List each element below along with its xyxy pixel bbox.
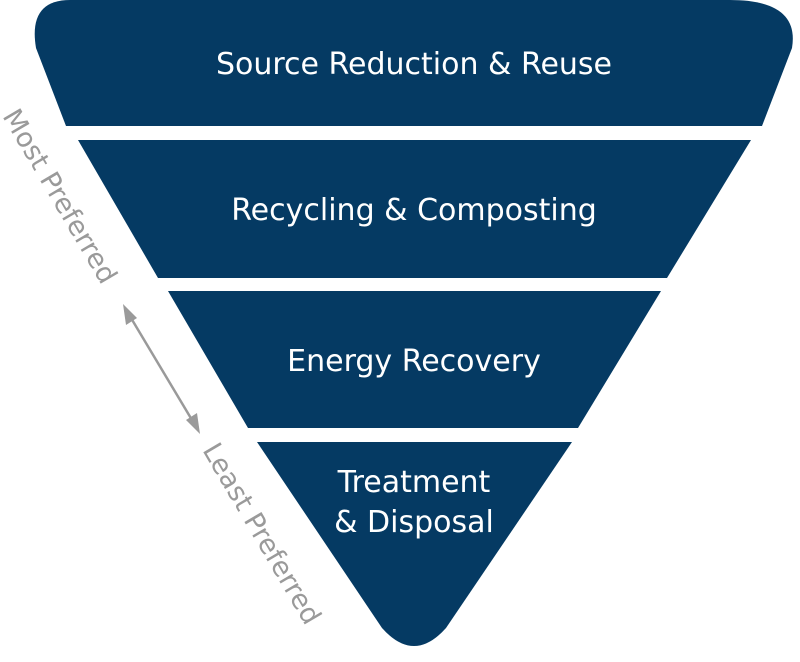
tier-3-label: Energy Recovery bbox=[287, 344, 541, 379]
preference-arrow-line bbox=[129, 317, 194, 421]
tier-1-shape bbox=[34, 0, 793, 126]
tier-treatment-disposal: Treatment & Disposal bbox=[257, 442, 572, 646]
tier-2-label: Recycling & Composting bbox=[231, 193, 597, 228]
tier-1-label: Source Reduction & Reuse bbox=[216, 47, 612, 82]
tier-4-shape bbox=[257, 442, 572, 646]
tier-4-label-line-1: Treatment bbox=[337, 465, 491, 500]
arrow-head-up bbox=[123, 304, 137, 325]
tier-energy-recovery: Energy Recovery bbox=[168, 291, 661, 428]
tier-4-label-line-2: & Disposal bbox=[334, 505, 494, 540]
tier-source-reduction: Source Reduction & Reuse bbox=[34, 0, 793, 126]
most-preferred-label: Most Preferred bbox=[0, 104, 123, 289]
tier-recycling: Recycling & Composting bbox=[78, 140, 751, 278]
tier-2-shape bbox=[78, 140, 751, 278]
arrow-head-down bbox=[186, 413, 200, 434]
tier-3-shape bbox=[168, 291, 661, 428]
